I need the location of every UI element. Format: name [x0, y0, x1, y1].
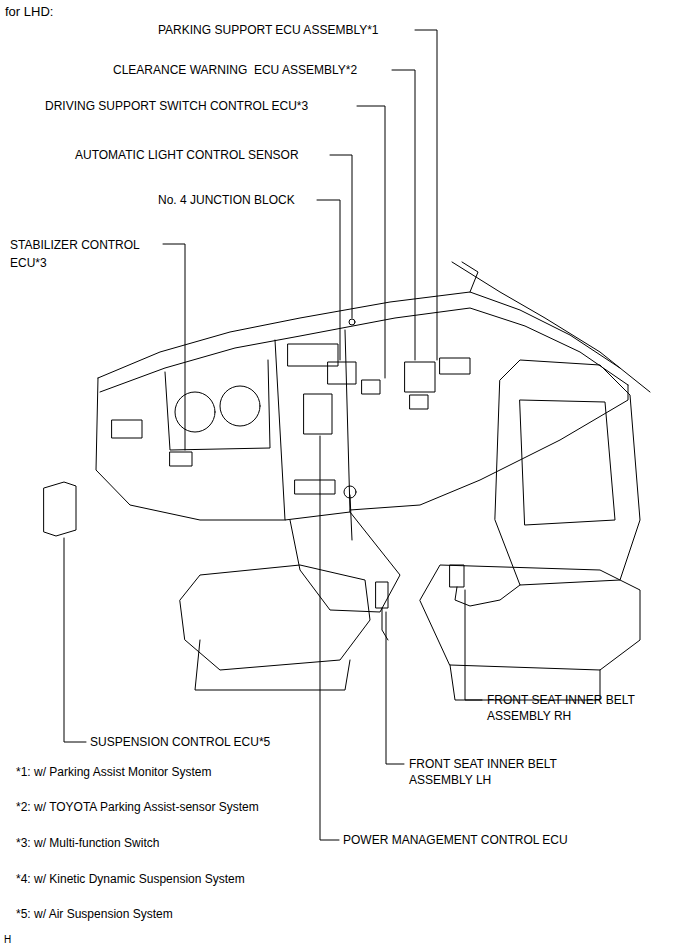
- pillar-line: [462, 262, 478, 292]
- part-label: SUSPENSION CONTROL ECU*5: [90, 734, 270, 750]
- power-ecu: [304, 394, 332, 434]
- gauge: [175, 392, 215, 432]
- leader-line: [317, 200, 340, 360]
- shift-knob: [344, 486, 356, 498]
- leader-line: [415, 30, 437, 360]
- part-label: *4: w/ Kinetic Dynamic Suspension System: [16, 871, 245, 887]
- vent: [112, 420, 142, 438]
- suspension-ecu: [44, 482, 76, 536]
- dash-outline: [96, 378, 285, 520]
- part-label: STABILIZER CONTROL ECU*3: [10, 236, 160, 272]
- part-label: PARKING SUPPORT ECU ASSEMBLY*1: [158, 22, 379, 38]
- console: [290, 512, 400, 612]
- center-stack: [275, 330, 350, 520]
- seat-back: [495, 360, 640, 585]
- display: [288, 344, 338, 366]
- part-label: *5: w/ Air Suspension System: [16, 906, 173, 922]
- clearance-ecu: [410, 395, 428, 409]
- pillar-line: [452, 262, 650, 392]
- part-label: No. 4 JUNCTION BLOCK: [158, 192, 295, 208]
- part-label: AUTOMATIC LIGHT CONTROL SENSOR: [75, 147, 299, 163]
- leader-line: [386, 612, 404, 764]
- leader-line: [357, 106, 385, 378]
- seat-back: [520, 400, 615, 525]
- part-label: *3: w/ Multi-function Switch: [16, 835, 159, 851]
- part-label: H: [4, 933, 11, 947]
- parking-ecu: [405, 362, 435, 392]
- leader-lines: [64, 30, 482, 840]
- gauge: [220, 386, 260, 426]
- part-label: FRONT SEAT INNER BELT ASSEMBLY LH: [409, 756, 584, 788]
- junction-block: [328, 362, 356, 384]
- leader-line: [163, 244, 185, 450]
- part-label: POWER MANAGEMENT CONTROL ECU: [343, 832, 568, 848]
- seat-cushion: [420, 565, 640, 670]
- stabilizer-ecu: [170, 452, 192, 466]
- belt-buckle: [376, 582, 388, 608]
- dash-outline: [350, 385, 628, 510]
- part-label: DRIVING SUPPORT SWITCH CONTROL ECU*3: [45, 98, 308, 114]
- part-label: FRONT SEAT INNER BELT ASSEMBLY RH: [487, 692, 662, 724]
- switch-panel: [295, 480, 335, 494]
- belt-wire: [382, 608, 388, 640]
- leader-line: [320, 436, 339, 840]
- dash-outline: [100, 308, 628, 392]
- part-label: *2: w/ TOYOTA Parking Assist-sensor Syst…: [16, 799, 259, 815]
- shift-lever: [350, 495, 352, 540]
- leader-line: [465, 590, 482, 700]
- leader-line: [330, 155, 352, 318]
- vent: [440, 358, 470, 374]
- leader-line: [64, 538, 86, 742]
- light-sensor: [349, 319, 355, 325]
- belt-buckle: [450, 565, 464, 587]
- gauge-hood: [165, 360, 270, 450]
- diagram-title: for LHD:: [5, 4, 53, 20]
- part-label: *1: w/ Parking Assist Monitor System: [16, 764, 211, 780]
- seat-cushion: [180, 565, 370, 670]
- part-label: CLEARANCE WARNING ECU ASSEMBLY*2: [113, 62, 357, 78]
- leader-line: [392, 70, 415, 360]
- driving-support-ecu: [362, 380, 380, 394]
- seat-base: [195, 640, 350, 690]
